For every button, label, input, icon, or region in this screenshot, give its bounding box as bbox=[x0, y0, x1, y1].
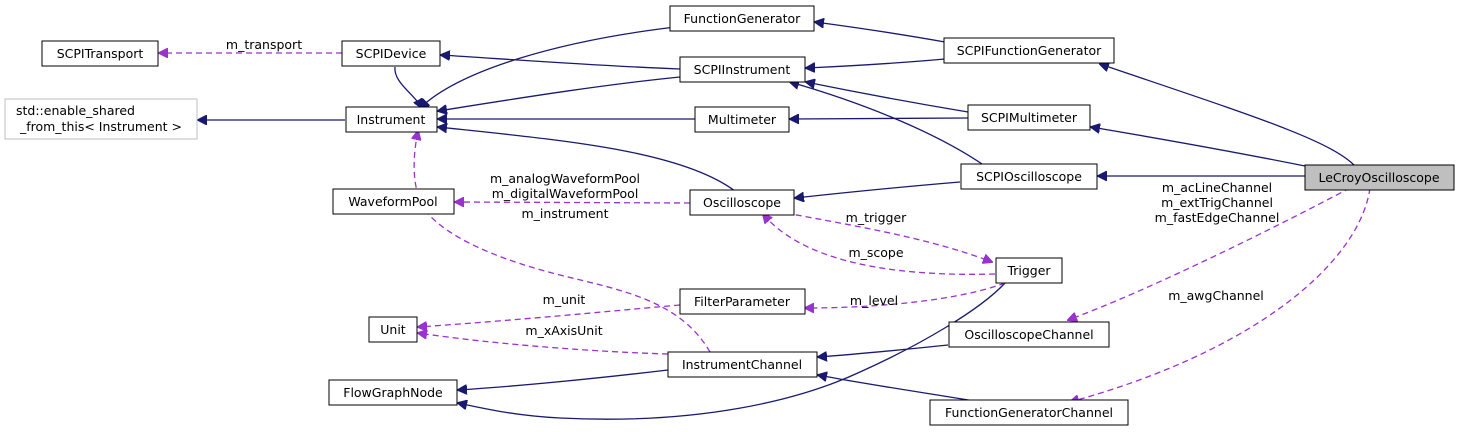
edge-usage-m-instrument bbox=[414, 131, 711, 353]
label-m-acline-channel: m_acLineChannel bbox=[1162, 180, 1272, 195]
class-name: LeCroyOscilloscope bbox=[1318, 170, 1439, 185]
class-name: Trigger bbox=[1006, 263, 1051, 278]
class-name: OscilloscopeChannel bbox=[964, 327, 1093, 342]
class-node-enable-shared-from-this[interactable]: std::enable_shared _from_this< Instrumen… bbox=[4, 98, 198, 140]
edge-usage-m-trigger bbox=[785, 212, 992, 262]
edge-usage-m-scope bbox=[763, 214, 996, 275]
class-name: FunctionGenerator bbox=[684, 11, 802, 26]
edge-usage-oscilloscopechannels bbox=[1068, 187, 1351, 320]
class-node-instrument[interactable]: Instrument bbox=[345, 106, 438, 133]
label-m-digital-waveform-pool: m_digitalWaveformPool bbox=[492, 186, 639, 201]
class-node-unit[interactable]: Unit bbox=[368, 316, 418, 343]
label-m-unit: m_unit bbox=[543, 292, 586, 307]
edge-oscilloscope-to-instrument bbox=[438, 127, 736, 192]
edge-lecroy-to-scpifg bbox=[1100, 64, 1356, 167]
class-name-line-1: std::enable_shared bbox=[16, 103, 135, 118]
class-node-scpiinstrument[interactable]: SCPIInstrument bbox=[679, 56, 806, 83]
class-node-flowgraphnode[interactable]: FlowGraphNode bbox=[328, 379, 458, 406]
edge-scpioscilloscope-to-oscilloscope bbox=[795, 181, 961, 198]
edge-scpiinstrument-to-scpidevice bbox=[441, 55, 681, 70]
class-node-filterparameter[interactable]: FilterParameter bbox=[679, 288, 806, 315]
label-m-exttrig-channel: m_extTrigChannel bbox=[1161, 195, 1273, 210]
edge-lecroy-to-scpimultimeter bbox=[1091, 127, 1306, 167]
label-m-xaxisunit: m_xAxisUnit bbox=[525, 323, 602, 338]
edges bbox=[159, 22, 1371, 420]
class-name: WaveformPool bbox=[348, 194, 437, 209]
edge-usage-m-awgchannel bbox=[1070, 187, 1371, 402]
class-name: Multimeter bbox=[708, 112, 777, 127]
class-node-scpitransport[interactable]: SCPITransport bbox=[41, 40, 159, 67]
edge-oscilloscopechannel-to-instrumentchannel bbox=[818, 344, 949, 357]
class-name: Oscilloscope bbox=[703, 195, 781, 210]
class-name-line-2: _from_this< Instrument > bbox=[19, 119, 182, 134]
class-node-lecroyoscilloscope[interactable]: LeCroyOscilloscope bbox=[1304, 164, 1455, 191]
edge-scpifg-to-functiongenerator bbox=[815, 22, 946, 43]
class-node-waveformpool[interactable]: WaveformPool bbox=[332, 188, 455, 215]
edge-trigger-to-flowgraphnode bbox=[458, 282, 1006, 420]
class-node-trigger[interactable]: Trigger bbox=[995, 257, 1063, 284]
label-m-trigger: m_trigger bbox=[846, 210, 907, 225]
class-name: SCPIMultimeter bbox=[981, 110, 1078, 125]
label-m-fastedge-channel: m_fastEdgeChannel bbox=[1155, 210, 1280, 225]
class-node-instrumentchannel[interactable]: InstrumentChannel bbox=[667, 351, 818, 378]
edge-scpidevice-to-instrument bbox=[394, 66, 422, 108]
label-m-scope: m_scope bbox=[848, 245, 903, 260]
class-node-scpifunctiongenerator[interactable]: SCPIFunctionGenerator bbox=[943, 37, 1115, 64]
class-name: InstrumentChannel bbox=[682, 357, 802, 372]
class-node-scpidevice[interactable]: SCPIDevice bbox=[341, 40, 441, 67]
class-name: FlowGraphNode bbox=[343, 385, 443, 400]
edge-usage-waveform-pools bbox=[455, 202, 691, 203]
class-name: FunctionGeneratorChannel bbox=[945, 405, 1113, 420]
edge-scpiinstrument-to-instrument bbox=[438, 76, 681, 111]
class-name: SCPIDevice bbox=[356, 46, 427, 61]
edge-usage-m-unit bbox=[418, 304, 681, 327]
class-node-multimeter[interactable]: Multimeter bbox=[694, 106, 790, 133]
edge-scpioscilloscope-to-scpiinstrument bbox=[790, 82, 986, 167]
edge-instrumentchannel-to-flowgraphnode bbox=[458, 369, 669, 390]
class-name: SCPIFunctionGenerator bbox=[957, 43, 1102, 58]
label-m-instrument: m_instrument bbox=[522, 206, 609, 221]
class-name: SCPIInstrument bbox=[694, 62, 791, 77]
class-name: Instrument bbox=[357, 112, 426, 127]
class-name: Unit bbox=[380, 322, 406, 337]
edge-functiongenerator-to-instrument bbox=[420, 25, 685, 108]
edge-fgchannel-to-instrumentchannel bbox=[818, 375, 981, 403]
class-name: SCPITransport bbox=[57, 46, 144, 61]
label-m-transport: m_transport bbox=[226, 37, 302, 52]
label-m-analog-waveform-pool: m_analogWaveformPool bbox=[490, 171, 640, 186]
edge-scpimultimeter-to-scpiinstrument bbox=[806, 82, 969, 113]
class-node-functiongenerator[interactable]: FunctionGenerator bbox=[669, 5, 815, 32]
edge-usage-m-level bbox=[805, 282, 1006, 308]
class-name: SCPIOscilloscope bbox=[976, 169, 1082, 184]
edge-labels: m_transport m_analogWaveformPool m_digit… bbox=[226, 37, 1279, 338]
nodes: SCPITransport SCPIDevice FunctionGenerat… bbox=[4, 5, 1455, 426]
edge-scpimultimeter-to-multimeter bbox=[790, 118, 969, 119]
class-node-oscilloscopechannel[interactable]: OscilloscopeChannel bbox=[948, 321, 1110, 348]
edge-scpifg-to-scpiinstrument bbox=[806, 58, 946, 68]
class-node-scpioscilloscope[interactable]: SCPIOscilloscope bbox=[960, 163, 1098, 190]
class-node-scpimultimeter[interactable]: SCPIMultimeter bbox=[967, 104, 1091, 131]
label-m-level: m_level bbox=[850, 293, 898, 308]
class-node-oscilloscope[interactable]: Oscilloscope bbox=[689, 189, 795, 216]
class-name: FilterParameter bbox=[694, 294, 791, 309]
label-m-awg-channel: m_awgChannel bbox=[1168, 288, 1264, 303]
class-node-functiongeneratorchannel[interactable]: FunctionGeneratorChannel bbox=[929, 399, 1129, 426]
